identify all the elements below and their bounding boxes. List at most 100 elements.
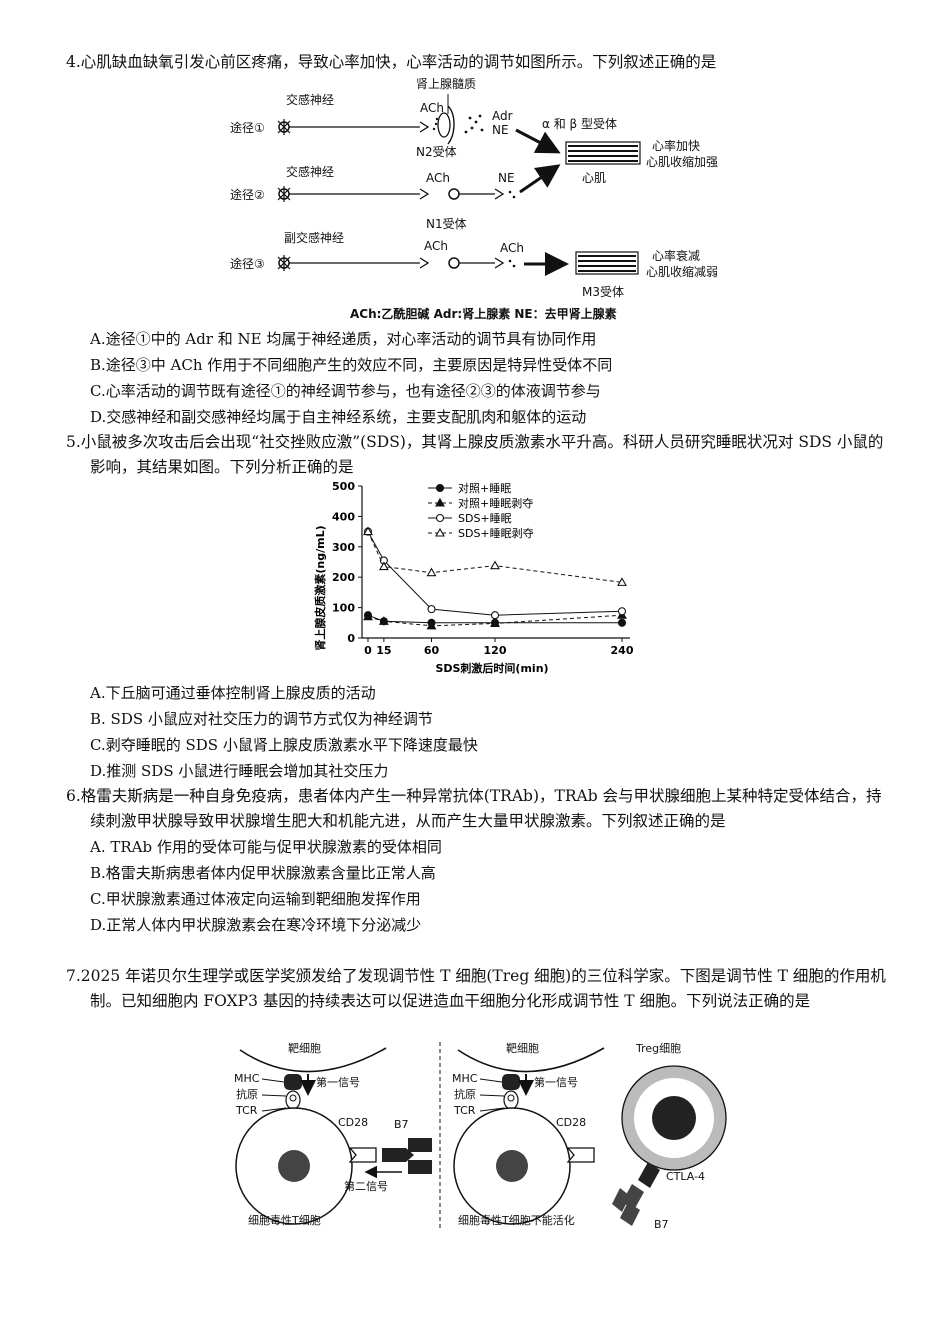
tcr-label-right: TCR [453,1104,476,1117]
vesicle-dots [464,114,484,134]
target-cell-label-left: 靶细胞 [288,1042,321,1055]
y-tick-label: 300 [332,541,355,554]
path3-label: 途径③ [230,256,265,271]
x-tick-label: 0 [364,644,372,657]
m3-label: M3受体 [582,285,624,299]
para-label: 副交感神经 [284,230,344,245]
legend-label: SDS+睡眠 [458,512,512,525]
mhc-label-left: MHC [234,1072,260,1085]
q4-option-a[interactable]: A.途径①中的 Adr 和 NE 均属于神经递质，对心率活动的调节具有协同作用 [90,330,597,348]
heart-label: 心肌 [582,171,606,185]
antigen-label-left: 抗原 [236,1087,258,1101]
question-4-options: A.途径①中的 Adr 和 NE 均属于神经递质，对心率活动的调节具有协同作用 … [66,326,896,430]
right-caption: 细胞毒性T细胞不能活化 [458,1213,575,1227]
q4-figure: 肾上腺髓质 途径① 交感神经 ACh Adr NE N2受体 α 和 β 型受体 [230,77,718,321]
neuron-1-icon [277,119,430,135]
q4-legend: ACh:乙酰胆碱 Adr:肾上腺素 NE：去甲肾上腺素 [350,306,617,321]
question-6: 6.格雷夫斯病是一种自身免疫病，患者体内产生一种异常抗体(TRAb)，TRAb … [66,784,896,938]
question-5-stem: 5.小鼠被多次攻击后会出现“社交挫败应激”(SDS)，其肾上腺皮质激素水平升高。… [66,433,884,476]
q6-option-a[interactable]: A. TRAb 作用的受体可能与促甲状腺激素的受体相同 [90,838,442,856]
left-caption: 细胞毒性T细胞 [248,1213,321,1227]
antigen-label-right: 抗原 [454,1087,476,1101]
y-tick-label: 400 [332,510,355,523]
data-point [363,611,373,621]
question-4: 4.心肌缺血缺氧引发心前区疼痛，导致心率加快，心率活动的调节如图所示。下列叙述正… [66,50,896,75]
n2-label: N2受体 [416,145,457,159]
ach-label-1: ACh [420,101,444,115]
q5-option-b[interactable]: B. SDS 小鼠应对社交压力的调节方式仅为神经调节 [90,710,433,728]
cd28-label-left: CD28 [338,1116,368,1129]
data-point [490,618,500,627]
ach-label-4: ACh [500,241,524,255]
effect-down-2: 心肌收缩减弱 [646,264,718,279]
q6-option-d[interactable]: D.正常人体内甲状腺激素会在寒冷环境下分泌减少 [90,916,422,934]
q4-option-b[interactable]: B.途径③中 ACh 作用于不同细胞产生的效应不同，主要原因是特异性受体不同 [90,356,613,374]
data-point [378,561,389,571]
cd28-label-right: CD28 [556,1116,586,1129]
q7-figure: 靶细胞 MHC 抗原 TCR 第一信号 CD28 B7 第二信号 细胞毒性T细胞… [234,1042,727,1231]
data-point [363,526,373,536]
legend-marker [435,527,445,537]
adrenal-label: 肾上腺髓质 [416,77,476,91]
chart-series [363,526,627,630]
legend-label: 对照+睡眠 [458,481,511,495]
heart-muscle-icon-2 [575,251,639,275]
data-point [426,567,437,577]
q4-option-d[interactable]: D.交感神经和副交感神经均属于自主神经系统，主要支配肌肉和躯体的运动 [90,408,587,426]
neuron-2-icon [277,186,516,202]
series-2 [363,527,627,620]
signal2-label: 第二信号 [344,1179,388,1193]
ach-label-2: ACh [426,171,450,185]
chart-xlabel: SDS刺激后时间(min) [435,661,548,675]
y-tick-label: 100 [332,602,355,615]
path1-label: 途径① [230,120,265,135]
data-point [378,616,389,625]
ne-label-1: NE [492,123,509,137]
data-point [617,618,627,627]
symp2-label: 交感神经 [286,164,334,179]
path2-label: 途径② [230,187,265,202]
data-point [617,577,627,586]
series-line [367,531,623,616]
data-point [427,605,436,614]
mhc-label-right: MHC [452,1072,478,1085]
legend-marker [435,483,445,493]
chart-ylabel: 肾上腺皮质激素(ng/mL) [313,525,327,650]
x-tick-label: 240 [611,644,634,657]
q5-option-d[interactable]: D.推测 SDS 小鼠进行睡眠会增加其社交压力 [90,762,389,780]
q5-option-c[interactable]: C.剥夺睡眠的 SDS 小鼠肾上腺皮质激素水平下降速度最快 [90,736,478,754]
q6-option-c[interactable]: C.甲状腺激素通过体液定向运输到靶细胞发挥作用 [90,890,421,908]
question-6-stem: 6.格雷夫斯病是一种自身免疫病，患者体内产生一种异常抗体(TRAb)，TRAb … [66,787,882,830]
legend-marker [435,497,445,507]
y-tick-label: 200 [332,571,355,584]
data-point [490,611,500,620]
ne-label-2: NE [498,171,515,185]
x-tick-label: 60 [424,644,440,657]
ach-label-3: ACh [424,239,448,253]
b7-label-left: B7 [394,1118,409,1131]
treg-label: Treg细胞 [635,1042,681,1055]
x-tick-label: 15 [376,644,391,657]
ab-receptor-label: α 和 β 型受体 [542,117,617,131]
adrenal-cell-icon [432,94,455,145]
series-3 [363,526,627,586]
data-point [617,607,627,616]
adr-label: Adr [492,109,513,123]
question-7: 7.2025 年诺贝尔生理学或医学奖颁发给了发现调节性 T 细胞(Treg 细胞… [66,964,896,1014]
tcr-label-left: TCR [235,1104,258,1117]
heart-muscle-icon [565,141,641,165]
q5-option-a[interactable]: A.下丘脑可通过垂体控制肾上腺皮质的活动 [90,684,376,702]
q6-option-b[interactable]: B.格雷夫斯病患者体内促甲状腺激素含量比正常人高 [90,864,436,882]
q4-option-c[interactable]: C.心率活动的调节既有途径①的神经调节参与，也有途径②③的体液调节参与 [90,382,601,400]
signal1-label-left: 第一信号 [316,1075,360,1089]
question-5: 5.小鼠被多次攻击后会出现“社交挫败应激”(SDS)，其肾上腺皮质激素水平升高。… [66,430,896,480]
neuron-3-icon [277,255,516,271]
legend-label: SDS+睡眠剥夺 [458,527,534,540]
target-cell-label-right: 靶细胞 [506,1042,539,1055]
b7-label-right: B7 [654,1218,669,1231]
y-tick-label: 500 [332,480,355,493]
n1-label: N1受体 [426,217,467,231]
